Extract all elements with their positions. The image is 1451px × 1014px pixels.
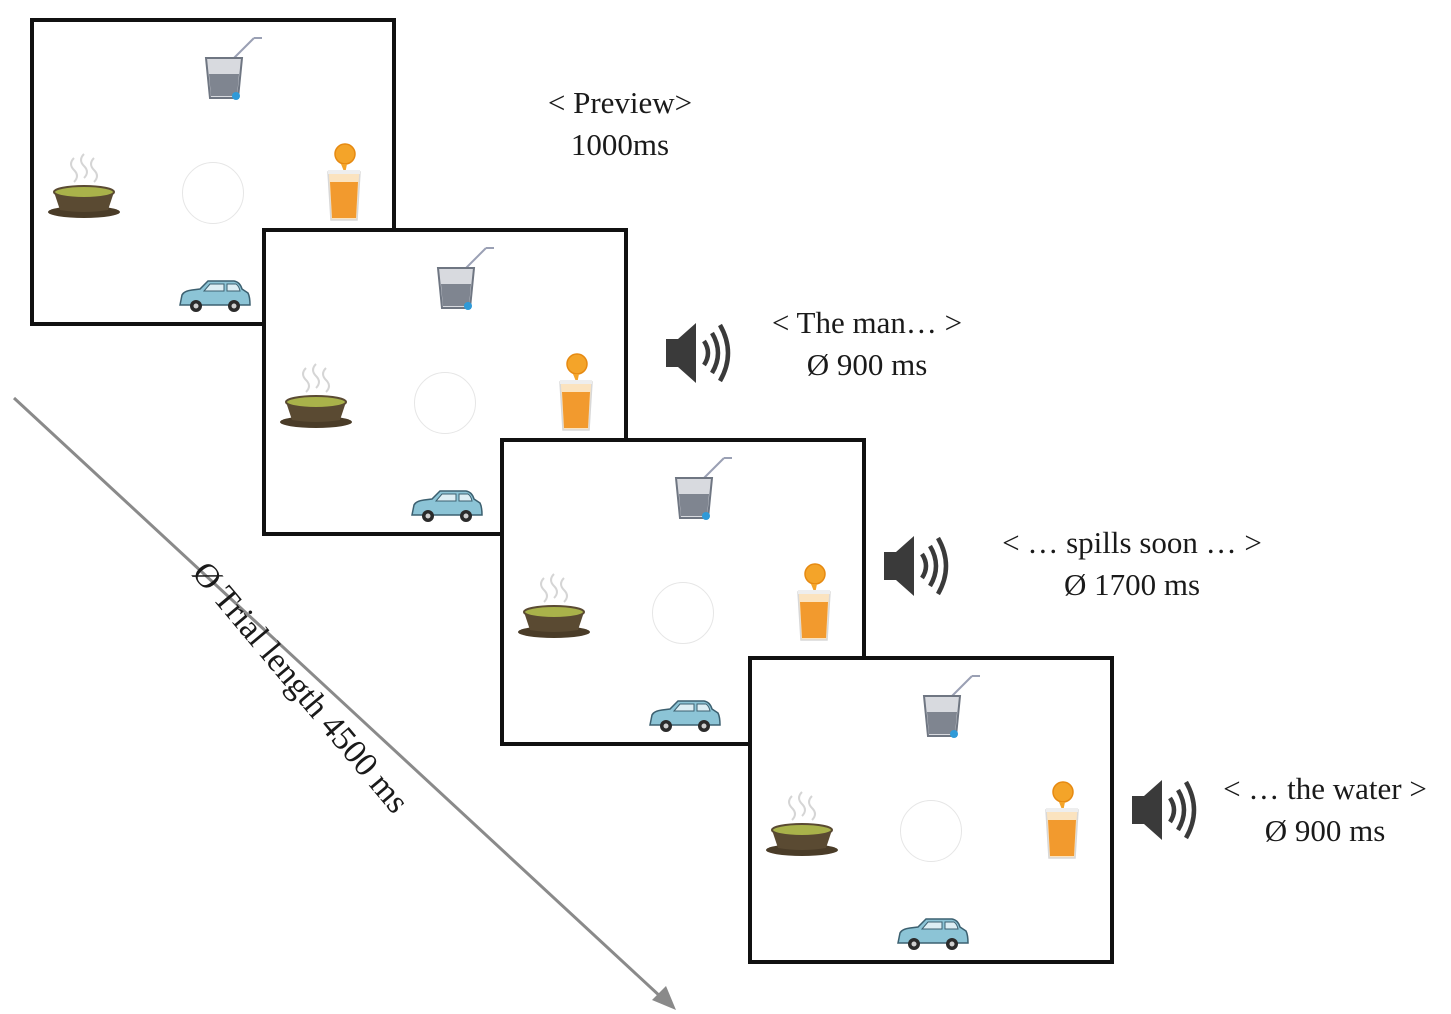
soup-bowl-icon — [44, 150, 124, 220]
phrase-text: < The man… > — [771, 305, 963, 340]
segment-3-label: < … the water > Ø 900 ms — [1200, 768, 1450, 852]
soup-bowl-icon — [514, 570, 594, 640]
segment-3-frame — [748, 656, 1114, 964]
water-glass-icon — [902, 670, 982, 740]
car-icon — [174, 277, 254, 317]
water-glass-icon — [654, 452, 734, 522]
fixation-circle — [414, 372, 476, 434]
soup-bowl-icon — [762, 788, 842, 858]
speaker-icon — [1128, 770, 1202, 850]
duration-text: Ø 900 ms — [806, 347, 928, 382]
water-glass-icon — [416, 242, 496, 312]
orange-juice-icon — [784, 562, 844, 642]
speaker-icon — [880, 526, 954, 606]
duration-text: Ø 900 ms — [1264, 813, 1386, 848]
phrase-text: < Preview> — [547, 85, 693, 120]
car-icon — [644, 697, 724, 737]
trial-length-label: Ø Trial length 4500 ms — [184, 554, 416, 821]
duration-text: Ø 1700 ms — [1063, 567, 1201, 602]
phrase-text: < … spills soon … > — [1002, 525, 1262, 560]
water-glass-icon — [184, 32, 264, 102]
car-icon — [892, 915, 972, 955]
speaker-icon — [662, 313, 736, 393]
duration-text: 1000ms — [570, 127, 670, 162]
preview-label: < Preview> 1000ms — [520, 82, 720, 166]
fixation-circle — [900, 800, 962, 862]
segment-2-label: < … spills soon … > Ø 1700 ms — [972, 522, 1292, 606]
fixation-circle — [652, 582, 714, 644]
phrase-text: < … the water > — [1223, 771, 1427, 806]
segment-1-label: < The man… > Ø 900 ms — [742, 302, 992, 386]
orange-juice-icon — [314, 142, 374, 222]
fixation-circle — [182, 162, 244, 224]
orange-juice-icon — [1032, 780, 1092, 860]
orange-juice-icon — [546, 352, 606, 432]
car-icon — [406, 487, 486, 527]
soup-bowl-icon — [276, 360, 356, 430]
